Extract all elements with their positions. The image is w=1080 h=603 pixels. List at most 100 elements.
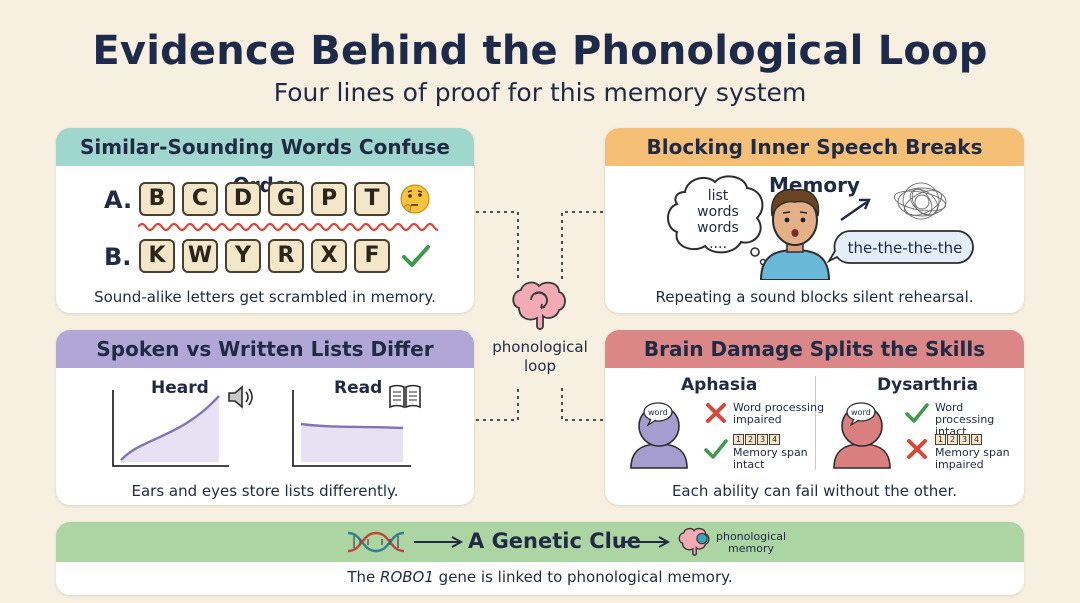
check-icon: [905, 403, 929, 423]
letter-tile: R: [268, 239, 304, 273]
center-label-line1: phonological: [492, 338, 588, 356]
check-icon: [704, 439, 728, 459]
dysarthria-person-icon: [833, 402, 891, 469]
brain-icon: [512, 281, 566, 330]
card-spoken-vs-written: Spoken vs Written Lists Differ Heard Rea…: [56, 330, 474, 505]
card-similar-sounding: Similar-Sounding Words Confuse Order A. …: [56, 128, 474, 313]
digit-tile: 1: [733, 434, 744, 445]
thought-line: words: [697, 220, 739, 236]
speaker-icon: [228, 385, 253, 409]
digit-tile: 2: [745, 434, 756, 445]
dysarthria-item2-line: impaired: [935, 458, 984, 471]
aphasia-bubble-word: word: [648, 408, 668, 417]
card-blocking-inner-speech: Blocking Inner Speech Breaks Memory list…: [605, 128, 1024, 313]
heard-curve-chart: [112, 390, 229, 467]
card-caption: Ears and eyes store lists differently.: [131, 482, 399, 500]
digit-tile: 2: [947, 434, 958, 445]
caption-post: gene is linked to phonological memory.: [433, 568, 733, 586]
read-flat-chart: [292, 390, 411, 467]
thought-line: words: [697, 204, 739, 220]
check-icon: [402, 245, 430, 267]
thought-cloud-icon: [667, 175, 767, 266]
connector-top-left: [476, 211, 519, 282]
arrow-right-icon: [414, 536, 464, 548]
person-icon: [759, 188, 831, 280]
connector-bottom-right: [561, 388, 603, 421]
row-a-label: A.: [104, 186, 133, 214]
scribble-icon: [893, 182, 947, 220]
digit-tile: 4: [971, 434, 982, 445]
card-caption: Sound-alike letters get scrambled in mem…: [94, 288, 436, 306]
book-icon: [389, 384, 421, 409]
digit-tile: 4: [769, 434, 780, 445]
letter-tile: G: [268, 182, 304, 216]
card-heading: Blocking Inner Speech Breaks Memory: [605, 128, 1024, 197]
center-label-line2: loop: [523, 357, 557, 375]
thought-line: list: [707, 188, 729, 204]
cross-icon: [907, 439, 927, 459]
digit-tile: 3: [757, 434, 768, 445]
aphasia-title: Aphasia: [681, 375, 758, 395]
dysarthria-title: Dysarthria: [877, 375, 979, 395]
dysarthria-item1: Word processing intact: [935, 402, 1024, 438]
read-label: Read: [334, 378, 383, 398]
row-b-label: B.: [104, 243, 132, 271]
aphasia-item2-line: Memory span: [733, 446, 808, 459]
card-heading: Spoken vs Written Lists Differ: [56, 330, 474, 368]
arrow-right-icon: [621, 536, 671, 548]
thinking-face-icon: [400, 184, 430, 214]
card-heading: Brain Damage Splits the Skills: [605, 330, 1024, 368]
aphasia-item1-line: Word processing: [733, 401, 825, 414]
genetic-brain-label: phonological memory: [716, 531, 786, 555]
letter-tile: C: [182, 182, 218, 216]
genetic-brain-label-line: memory: [728, 542, 775, 555]
genetic-brain-label-line: phonological: [716, 530, 787, 543]
dna-icon: [347, 531, 405, 553]
heard-label: Heard: [151, 378, 209, 398]
page-title: Evidence Behind the Phonological Loop: [92, 28, 988, 74]
letter-tile: T: [354, 182, 390, 216]
caption-pre: The: [347, 568, 381, 586]
aphasia-item2-line: intact: [733, 458, 765, 471]
brain-icon: [678, 527, 710, 556]
letter-tile: K: [139, 239, 175, 273]
center-label: phonological loop: [488, 338, 592, 376]
connector-top-right: [561, 211, 603, 282]
gene-name: ROBO1: [380, 568, 434, 586]
letter-tile: F: [354, 239, 390, 273]
letter-tile: X: [311, 239, 347, 273]
card-genetic-clue: A Genetic Clue phonological memory The R…: [56, 522, 1024, 595]
card-brain-damage: Brain Damage Splits the Skills Aphasia w…: [605, 330, 1024, 505]
speech-text: the-the-the-the: [847, 239, 963, 257]
speech-bubble-icon: [827, 230, 974, 264]
aphasia-item1: Word processing impaired: [733, 402, 824, 426]
wavy-divider: [138, 222, 438, 232]
card-heading-bar: A Genetic Clue phonological memory: [56, 522, 1024, 562]
letter-tile: D: [225, 182, 261, 216]
letter-tile: P: [311, 182, 347, 216]
digit-tile: 1: [935, 434, 946, 445]
page-subtitle: Four lines of proof for this memory syst…: [273, 78, 807, 107]
dysarthria-item1-line: Word processing: [935, 401, 995, 426]
dysarthria-bubble-word: word: [851, 408, 871, 417]
card-caption: The ROBO1 gene is linked to phonological…: [56, 568, 1024, 586]
card-caption: Each ability can fail without the other.: [671, 482, 958, 500]
thought-words: list words words ....: [685, 188, 751, 252]
digit-tile: 3: [959, 434, 970, 445]
aphasia-item1-line: impaired: [733, 413, 782, 426]
letter-tile: Y: [225, 239, 261, 273]
thought-line: ....: [709, 236, 727, 252]
aphasia-person-icon: [630, 402, 688, 469]
letter-tile: W: [182, 239, 218, 273]
genetic-heading: A Genetic Clue: [468, 529, 642, 553]
letter-tile: B: [139, 182, 175, 216]
cross-icon: [706, 403, 726, 423]
column-divider: [815, 376, 816, 470]
connector-bottom-left: [476, 388, 519, 421]
arrow-icon: [840, 198, 871, 221]
card-heading: Similar-Sounding Words Confuse Order: [56, 128, 474, 197]
